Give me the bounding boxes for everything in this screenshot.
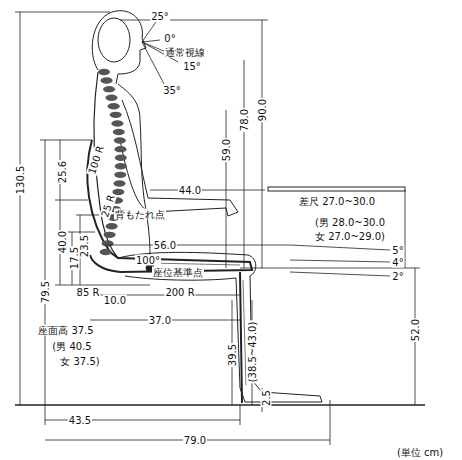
- dimension-label: 59.0: [221, 138, 232, 162]
- dimension-label: 背もたれ点: [114, 209, 166, 220]
- dimension-label: 44.0: [178, 185, 202, 196]
- vertebra: [104, 232, 116, 238]
- vertebra: [100, 249, 112, 255]
- femur: [150, 263, 240, 265]
- dimension-label: 4°: [391, 257, 404, 268]
- dimension-label: 座面高 37.5: [37, 325, 94, 336]
- vertebra: [103, 86, 115, 92]
- dimension-label: 130.5: [15, 165, 26, 196]
- floor-line: [15, 404, 425, 406]
- vertebra: [102, 240, 114, 246]
- dimension-label: 35°: [162, 85, 182, 96]
- dimension-label: (男 28.0~30.0: [314, 217, 386, 228]
- dimension-label: (単位 cm): [396, 447, 444, 458]
- vertebra: [101, 77, 113, 83]
- head: [92, 11, 146, 84]
- vertebra: [114, 172, 126, 178]
- dimension-label: 0°: [163, 33, 176, 44]
- dimension-label: 女 27.0~29.0): [314, 231, 386, 242]
- vertebra: [106, 223, 118, 229]
- dimension-label: 差尺 27.0~30.0: [298, 196, 376, 207]
- vertebra: [110, 112, 122, 118]
- table-top: [268, 187, 405, 191]
- dimension-label: 2.5: [261, 389, 272, 407]
- dimension-lines: [15, 12, 420, 445]
- vertebra: [111, 120, 123, 126]
- vertebra: [105, 95, 117, 101]
- dimension-label: 25°: [150, 11, 170, 22]
- dimension-label: 10.0: [103, 295, 127, 306]
- dimension-label: 85 R: [76, 287, 101, 298]
- leg: [118, 252, 322, 402]
- vertebra: [114, 180, 126, 186]
- dimension-label: (38.5~43.0): [247, 321, 258, 384]
- dimension-label: 25.6: [57, 160, 68, 184]
- skull: [98, 18, 130, 62]
- dimension-label: 79.5: [40, 280, 51, 304]
- dimension-label: 2°: [391, 271, 404, 282]
- dimension-label: 15°: [182, 61, 202, 72]
- dimension-label: 通常視線: [164, 47, 206, 58]
- dimension-label: 56.0: [153, 240, 177, 251]
- vertebra: [98, 69, 110, 75]
- dimension-label: 79.0: [183, 435, 207, 446]
- dimension-label: 39.5: [227, 343, 238, 367]
- dimension-label: 200 R: [164, 287, 195, 298]
- dimension-label: 78.0: [239, 108, 250, 132]
- vertebra: [115, 155, 127, 161]
- chest-outline: [118, 84, 150, 258]
- dimension-label: 座位基準点: [152, 267, 204, 278]
- vertebra: [113, 129, 125, 135]
- dimension-label: 52.0: [410, 318, 421, 342]
- dimension-label: 5°: [391, 245, 404, 256]
- dimension-label: 23.5: [79, 234, 90, 258]
- arm: [120, 100, 238, 216]
- vertebra: [108, 103, 120, 109]
- vertebra: [115, 146, 127, 152]
- dimension-label: 100 R: [86, 143, 106, 176]
- vertebra: [114, 137, 126, 143]
- vertebra: [115, 163, 127, 169]
- dimension-label: 43.5: [68, 415, 92, 426]
- dimension-label: 37.0: [148, 315, 172, 326]
- dimension-label: (男 40.5: [51, 341, 92, 352]
- dimension-label: 90.0: [257, 98, 268, 122]
- dimension-label: 100°: [135, 255, 161, 266]
- dimension-label: 40.0: [57, 230, 68, 254]
- dimension-label: 女 37.5): [59, 356, 100, 367]
